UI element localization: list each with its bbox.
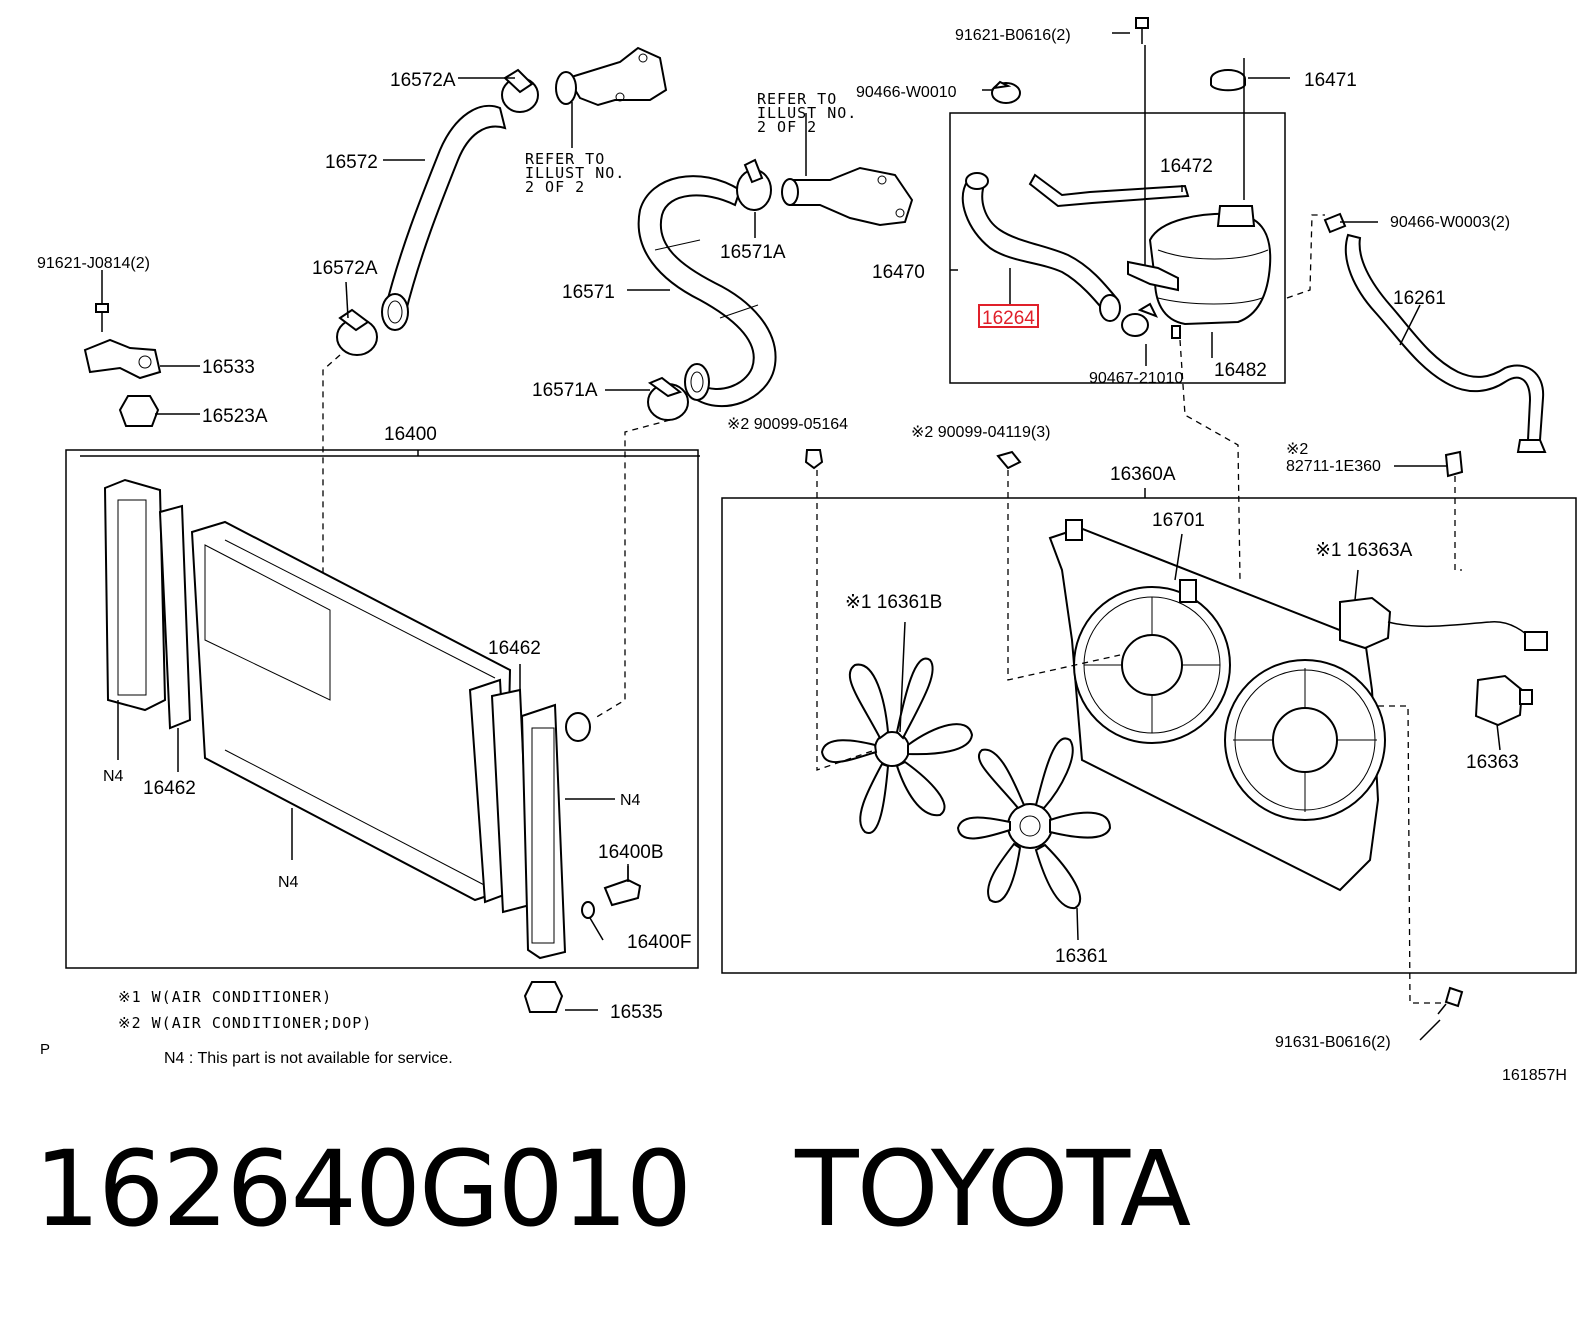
shroud-16701: [1048, 519, 1386, 892]
label-82711-1E360: 82711-1E360: [1286, 458, 1381, 475]
lower-hose-16571: [637, 175, 777, 408]
label-refer1-l2: ILLUST NO.: [525, 164, 625, 182]
label-16363: 16363: [1466, 752, 1519, 773]
label-16400F: 16400F: [627, 932, 691, 953]
label-16572A-top: 16572A: [390, 70, 456, 91]
reservoir-tank-16482: [1127, 205, 1272, 339]
label-91621-J0814: 91621-J0814(2): [37, 255, 150, 272]
label-90467-21010: 90467-21010: [1089, 370, 1183, 387]
highlight-box-16264: [978, 304, 1039, 328]
label-refer1-l1: REFER TO: [525, 150, 605, 168]
label-16462-left: 16462: [143, 778, 196, 799]
dashed-guides: [322, 214, 1462, 1004]
upper-hose-16572: [381, 68, 539, 331]
bracket-16533: [83, 338, 162, 380]
label-90099-04119: ※2 90099-04119(3): [911, 424, 1050, 441]
label-16400: 16400: [384, 424, 437, 445]
label-90099-05164: ※2 90099-05164: [727, 416, 848, 433]
clamp-16572A-mid: [336, 308, 378, 356]
cushion-16535: [523, 981, 564, 1013]
label-16571: 16571: [562, 282, 615, 303]
label-16701: 16701: [1152, 510, 1205, 531]
caption-brand: TOYOTA: [795, 1128, 1191, 1250]
label-82711-mark: ※2: [1286, 441, 1308, 458]
label-refer2-l1: REFER TO: [757, 90, 837, 108]
diagram-ref-code: 161857H: [1502, 1067, 1567, 1080]
fan-16361: [956, 737, 1112, 910]
label-16523A: 16523A: [202, 406, 268, 427]
label-16482: 16482: [1214, 360, 1267, 381]
bolt-91621-J0814: [95, 303, 109, 332]
label-refer2-l2: ILLUST NO.: [757, 104, 857, 122]
radiator-16400: [103, 478, 591, 960]
label-16572A-mid: 16572A: [312, 258, 378, 279]
note-ac-dop: ※2 W(AIR CONDITIONER;DOP): [118, 1014, 372, 1032]
radiator-assembly-box: [65, 449, 699, 969]
label-16535: 16535: [610, 1002, 663, 1023]
leader-lines: [80, 32, 1501, 1041]
clip-82711-1E360: [1444, 450, 1464, 478]
label-16361B: ※1 16361B: [845, 592, 942, 613]
label-n4-b: N4: [620, 792, 641, 809]
part-labels: 16572A 16572 REFER TO ILLUST NO. 2 OF 2 …: [37, 27, 1567, 1080]
label-16361: 16361: [1055, 946, 1108, 967]
label-16471: 16471: [1304, 70, 1357, 91]
drain-16400B: [603, 864, 642, 907]
label-16533: 16533: [202, 357, 255, 378]
label-16400B: 16400B: [598, 842, 664, 863]
fan-motor-16363: [1474, 674, 1533, 727]
label-90466-W0003: 90466-W0003(2): [1390, 214, 1510, 231]
label-91621-B0616: 91621-B0616(2): [955, 27, 1071, 44]
label-n4-c: N4: [278, 874, 299, 891]
fan-16361B: [820, 657, 974, 834]
label-16571A-bot: 16571A: [532, 380, 598, 401]
label-refer2-l3: 2 OF 2: [757, 118, 817, 136]
label-16363A: ※1 16363A: [1315, 540, 1413, 561]
caption: 162640G010 TOYOTA: [34, 1128, 1191, 1258]
clamp-90467-21010: [1121, 302, 1159, 337]
water-outlet: [555, 46, 668, 107]
label-91631-B0616: 91631-B0616(2): [1275, 1034, 1391, 1051]
label-16572: 16572: [325, 152, 378, 173]
screw-90099-05164: [804, 449, 824, 470]
label-16472: 16472: [1160, 156, 1213, 177]
label-16360A: 16360A: [1110, 464, 1176, 485]
reservoir-assembly-box: [949, 112, 1286, 384]
water-inlet-pipe: [781, 166, 914, 227]
radiator-parts-diagram: 16572A 16572 REFER TO ILLUST NO. 2 OF 2 …: [37, 17, 1577, 1080]
note-n4: N4 : This part is not available for serv…: [164, 1050, 453, 1067]
clamp-16571A-bot: [647, 376, 689, 421]
bolt-91631-B0616: [1437, 986, 1464, 1015]
clamp-16571A-top: [736, 158, 772, 211]
label-16261: 16261: [1393, 288, 1446, 309]
clamp-90466-W0010: [991, 80, 1021, 104]
fan-assembly-box: [721, 497, 1577, 974]
caption-part-number: 162640G010: [34, 1128, 692, 1250]
label-16571A-top: 16571A: [720, 242, 786, 263]
label-16264-highlighted: 16264: [982, 308, 1035, 329]
hose-16261: [1323, 212, 1547, 453]
label-refer1-l3: 2 OF 2: [525, 178, 585, 196]
label-n4-a: N4: [103, 768, 124, 785]
label-90466-W0010: 90466-W0010: [856, 84, 957, 101]
hose-16472: [1028, 173, 1190, 208]
hose-16264: [961, 172, 1121, 322]
label-16470: 16470: [872, 262, 925, 283]
screw-90099-04119: [996, 450, 1022, 470]
bolt-91621-B0616-top: [1135, 17, 1149, 44]
p-mark: P: [40, 1041, 50, 1058]
oring-16400F: [581, 901, 595, 919]
cushion-16523A: [118, 395, 160, 427]
note-ac: ※1 W(AIR CONDITIONER): [118, 988, 332, 1006]
fan-motor-16363A: [1339, 596, 1548, 651]
cap-16471: [1210, 69, 1246, 92]
label-16462-right: 16462: [488, 638, 541, 659]
